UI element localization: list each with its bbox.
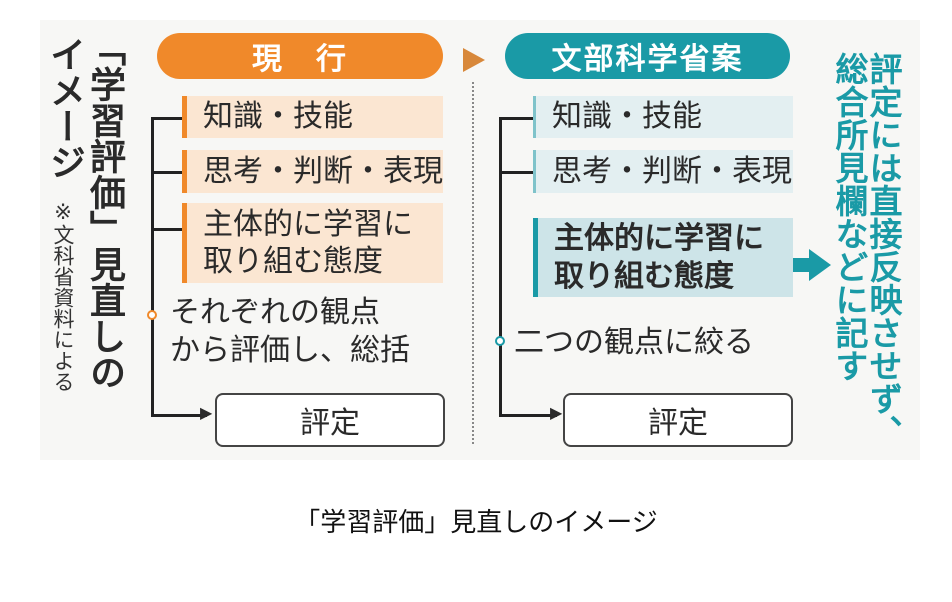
current-item-thinking: 思考・判断・表現 xyxy=(182,150,443,193)
proposal-result-box: 評定 xyxy=(563,393,793,447)
source-note: ※文科省資料による xyxy=(51,200,75,392)
arrow-head-icon: ▶ xyxy=(550,403,563,422)
diagram-title: 「学習評価」見直しの xyxy=(84,30,125,390)
arrow-head-icon: ▶ xyxy=(200,403,213,422)
side-note-line1: 評定には直接反映させず、 xyxy=(864,52,903,448)
current-note: それぞれの観点 から評価し、総括 xyxy=(170,295,410,368)
arrow-line xyxy=(151,414,207,417)
connector xyxy=(151,171,182,174)
current-bracket xyxy=(151,118,154,416)
current-item-attitude: 主体的に学習に 取り組む態度 xyxy=(182,203,443,283)
proposal-item-attitude: 主体的に学習に 取り組む態度 xyxy=(533,218,793,297)
connector xyxy=(151,117,182,120)
proposal-note: 二つの観点に絞る xyxy=(514,325,754,360)
side-note-line2: 総合所見欄などに記す xyxy=(830,52,869,382)
proposal-header: 文部科学省案 xyxy=(505,33,790,79)
current-header: 現 行 xyxy=(157,33,443,79)
figure-caption: 「学習評価」見直しのイメージ xyxy=(294,508,658,538)
proposal-node-circle xyxy=(495,336,505,346)
current-result-box: 評定 xyxy=(215,393,445,447)
current-item-knowledge: 知識・技能 xyxy=(182,96,443,138)
connector xyxy=(151,228,182,231)
transition-arrow-icon xyxy=(463,48,485,72)
connector xyxy=(499,171,533,174)
proposal-item-knowledge: 知識・技能 xyxy=(533,96,793,138)
arrow-line xyxy=(499,414,557,417)
attitude-arrow-icon xyxy=(809,249,831,281)
proposal-bracket xyxy=(499,118,502,416)
separator-dotted-line xyxy=(472,82,474,444)
connector xyxy=(499,117,533,120)
diagram-title-sub: イメージ xyxy=(44,36,85,180)
attitude-arrow-shaft xyxy=(793,258,811,272)
proposal-item-thinking: 思考・判断・表現 xyxy=(533,150,793,193)
current-node-circle xyxy=(147,310,157,320)
